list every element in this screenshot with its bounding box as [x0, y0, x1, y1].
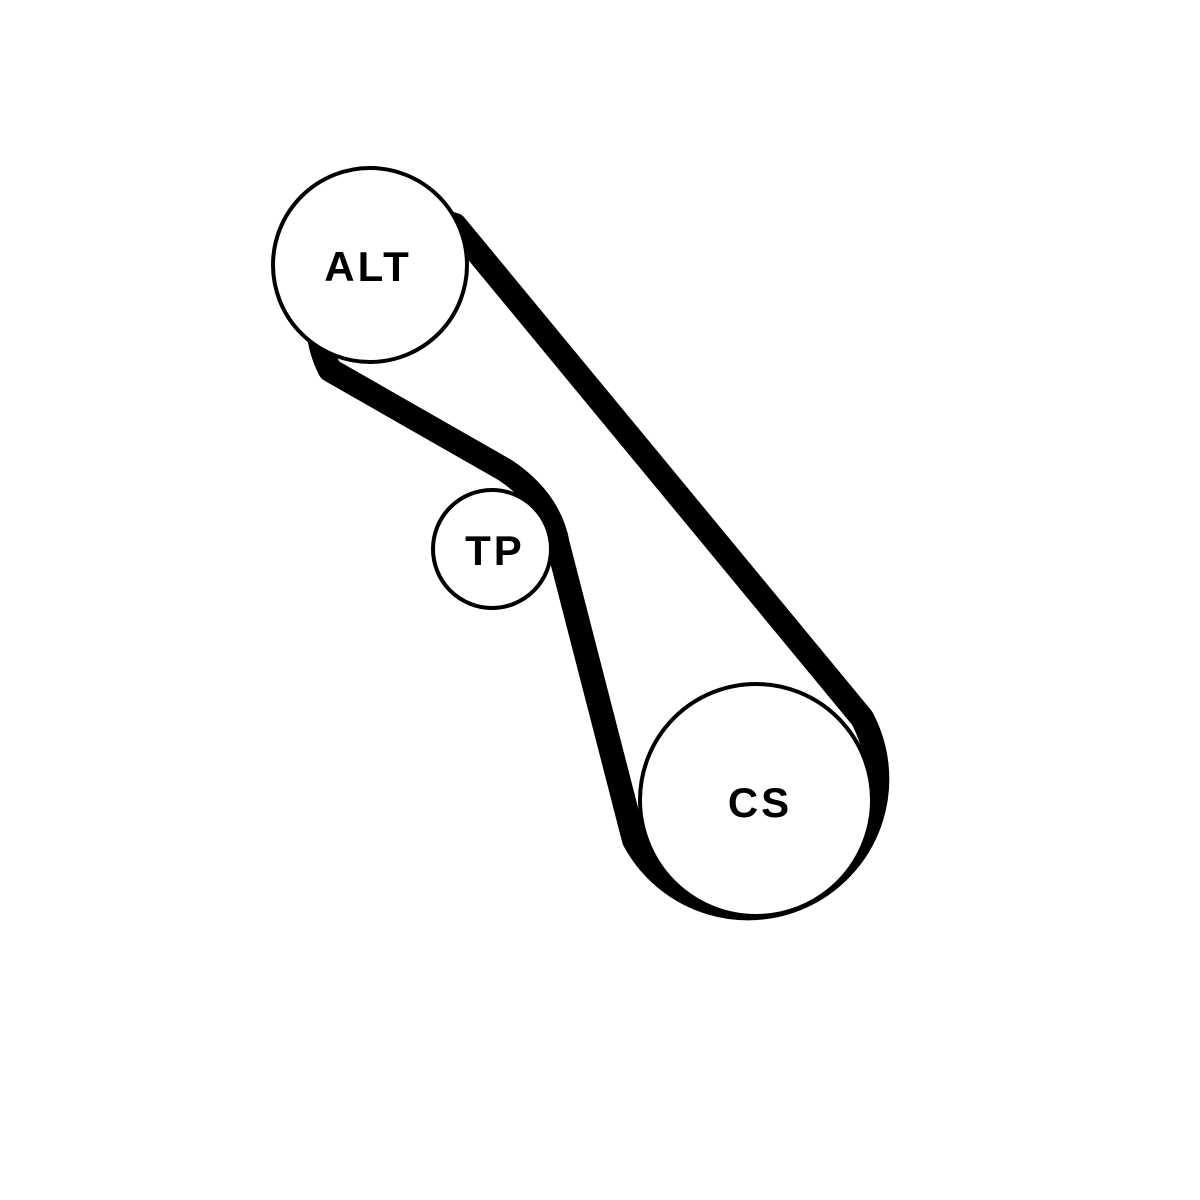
crankshaft-label: CS — [728, 779, 792, 826]
alternator-label: ALT — [324, 243, 412, 290]
tensioner-pulley-outline — [431, 488, 553, 610]
tensioner-pulley: TP — [431, 488, 553, 610]
tensioner-label: TP — [465, 527, 525, 574]
crankshaft-pulley: CS — [638, 682, 874, 918]
crankshaft-pulley-outline — [638, 682, 874, 918]
alternator-pulley: ALT — [271, 166, 469, 364]
alternator-pulley-outline — [271, 166, 469, 364]
